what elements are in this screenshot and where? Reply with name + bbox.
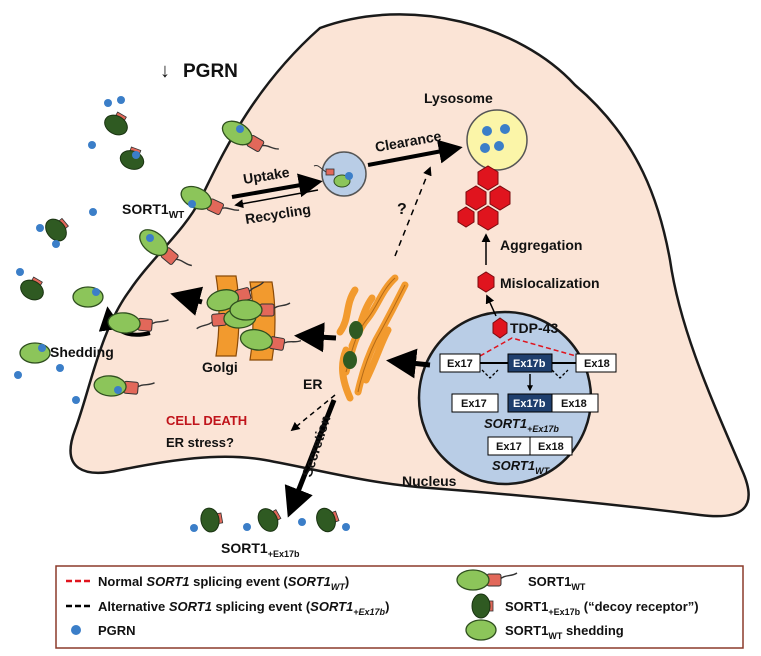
legend-shed-text: SORT1WT shedding — [505, 623, 624, 641]
decoy-receptor — [253, 503, 285, 536]
splicing-diagram — [439, 337, 617, 456]
arrow-uptake — [231, 173, 323, 199]
arrow-er-stress — [290, 394, 336, 432]
nucleus-label: Nucleus — [402, 473, 457, 489]
legend-normal-text: Normal SORT1 splicing event (SORT1WT) — [98, 574, 349, 592]
uptake-label: Uptake — [242, 164, 291, 187]
lysosome-label: Lysosome — [424, 90, 493, 106]
pgrn-down-arrow: ↓ — [160, 60, 170, 82]
arrow-golgi-to-membrane — [170, 286, 204, 316]
pgrn-dot — [188, 200, 196, 208]
legend-pgrn-text: PGRN — [98, 623, 136, 638]
arrow-er-to-golgi — [294, 322, 337, 353]
legend-alt-text: Alternative SORT1 splicing event (SORT1+… — [98, 599, 389, 617]
aggregation-label: Aggregation — [500, 237, 582, 253]
exon-ex18: Ex18 — [538, 441, 564, 453]
transcript-plus-label: SORT1+Ex17b — [484, 416, 559, 434]
arrow-er-to-lysosome — [394, 166, 432, 257]
arrow-secretion — [284, 399, 337, 518]
pgrn-dot — [146, 234, 154, 242]
tdp43-aggregate — [457, 165, 511, 231]
sort1wt-membrane-label: SORT1WT — [122, 201, 184, 221]
legend-wt-text: SORT1WT — [528, 574, 586, 592]
decoy-receptor — [100, 108, 133, 140]
arrow-mislocalization — [485, 294, 497, 317]
legend-decoy-text: SORT1+Ex17b (“decoy receptor”) — [505, 599, 699, 617]
tdp43-mislocalized — [477, 271, 495, 293]
er-decoy — [349, 321, 363, 339]
pgrn-dot — [236, 125, 244, 133]
endosome — [313, 151, 367, 197]
golgi — [194, 275, 303, 361]
sort1ex17b-secreted-label: SORT1+Ex17b — [221, 540, 300, 559]
lysosome — [466, 109, 528, 171]
shedding-label: Shedding — [50, 344, 114, 360]
arrow-clearance — [367, 139, 463, 167]
exon-ex17: Ex17 — [461, 398, 487, 410]
cell-death-label: CELL DEATH — [166, 413, 247, 428]
er-stress-label: ER stress? — [166, 435, 234, 450]
er-label: ER — [303, 376, 322, 392]
exon-ex17: Ex17 — [447, 358, 473, 370]
mislocalization-label: Mislocalization — [500, 275, 600, 291]
exon-ex18: Ex18 — [584, 358, 610, 370]
decoy-receptor — [312, 504, 342, 535]
decoy-receptor — [117, 144, 148, 174]
decoy-receptor — [16, 273, 49, 305]
tdp43-nuclear — [492, 317, 508, 339]
pgrn-dot — [114, 386, 122, 394]
golgi-label: Golgi — [202, 359, 238, 375]
pgrn-free — [14, 99, 350, 532]
arrow-recycling — [234, 189, 319, 209]
legend-box — [55, 565, 744, 649]
er-decoy — [343, 351, 357, 369]
legend-shed-swatch — [465, 619, 497, 641]
exon-ex17b: Ex17b — [513, 358, 546, 370]
exon-ex17: Ex17 — [496, 441, 522, 453]
tdp43-label: TDP-43 — [510, 320, 558, 336]
transcript-wt-label: SORT1WT — [492, 458, 551, 476]
pgrn-title: PGRN — [183, 61, 238, 82]
exon-ex17b: Ex17b — [513, 398, 546, 410]
exon-ex18: Ex18 — [561, 398, 587, 410]
question-mark: ? — [397, 201, 407, 218]
decoy-receptor — [198, 505, 225, 534]
arrow-nucleus-to-er — [386, 348, 431, 379]
shed-receptor — [19, 342, 51, 364]
legend-pgrn-swatch — [71, 625, 81, 635]
